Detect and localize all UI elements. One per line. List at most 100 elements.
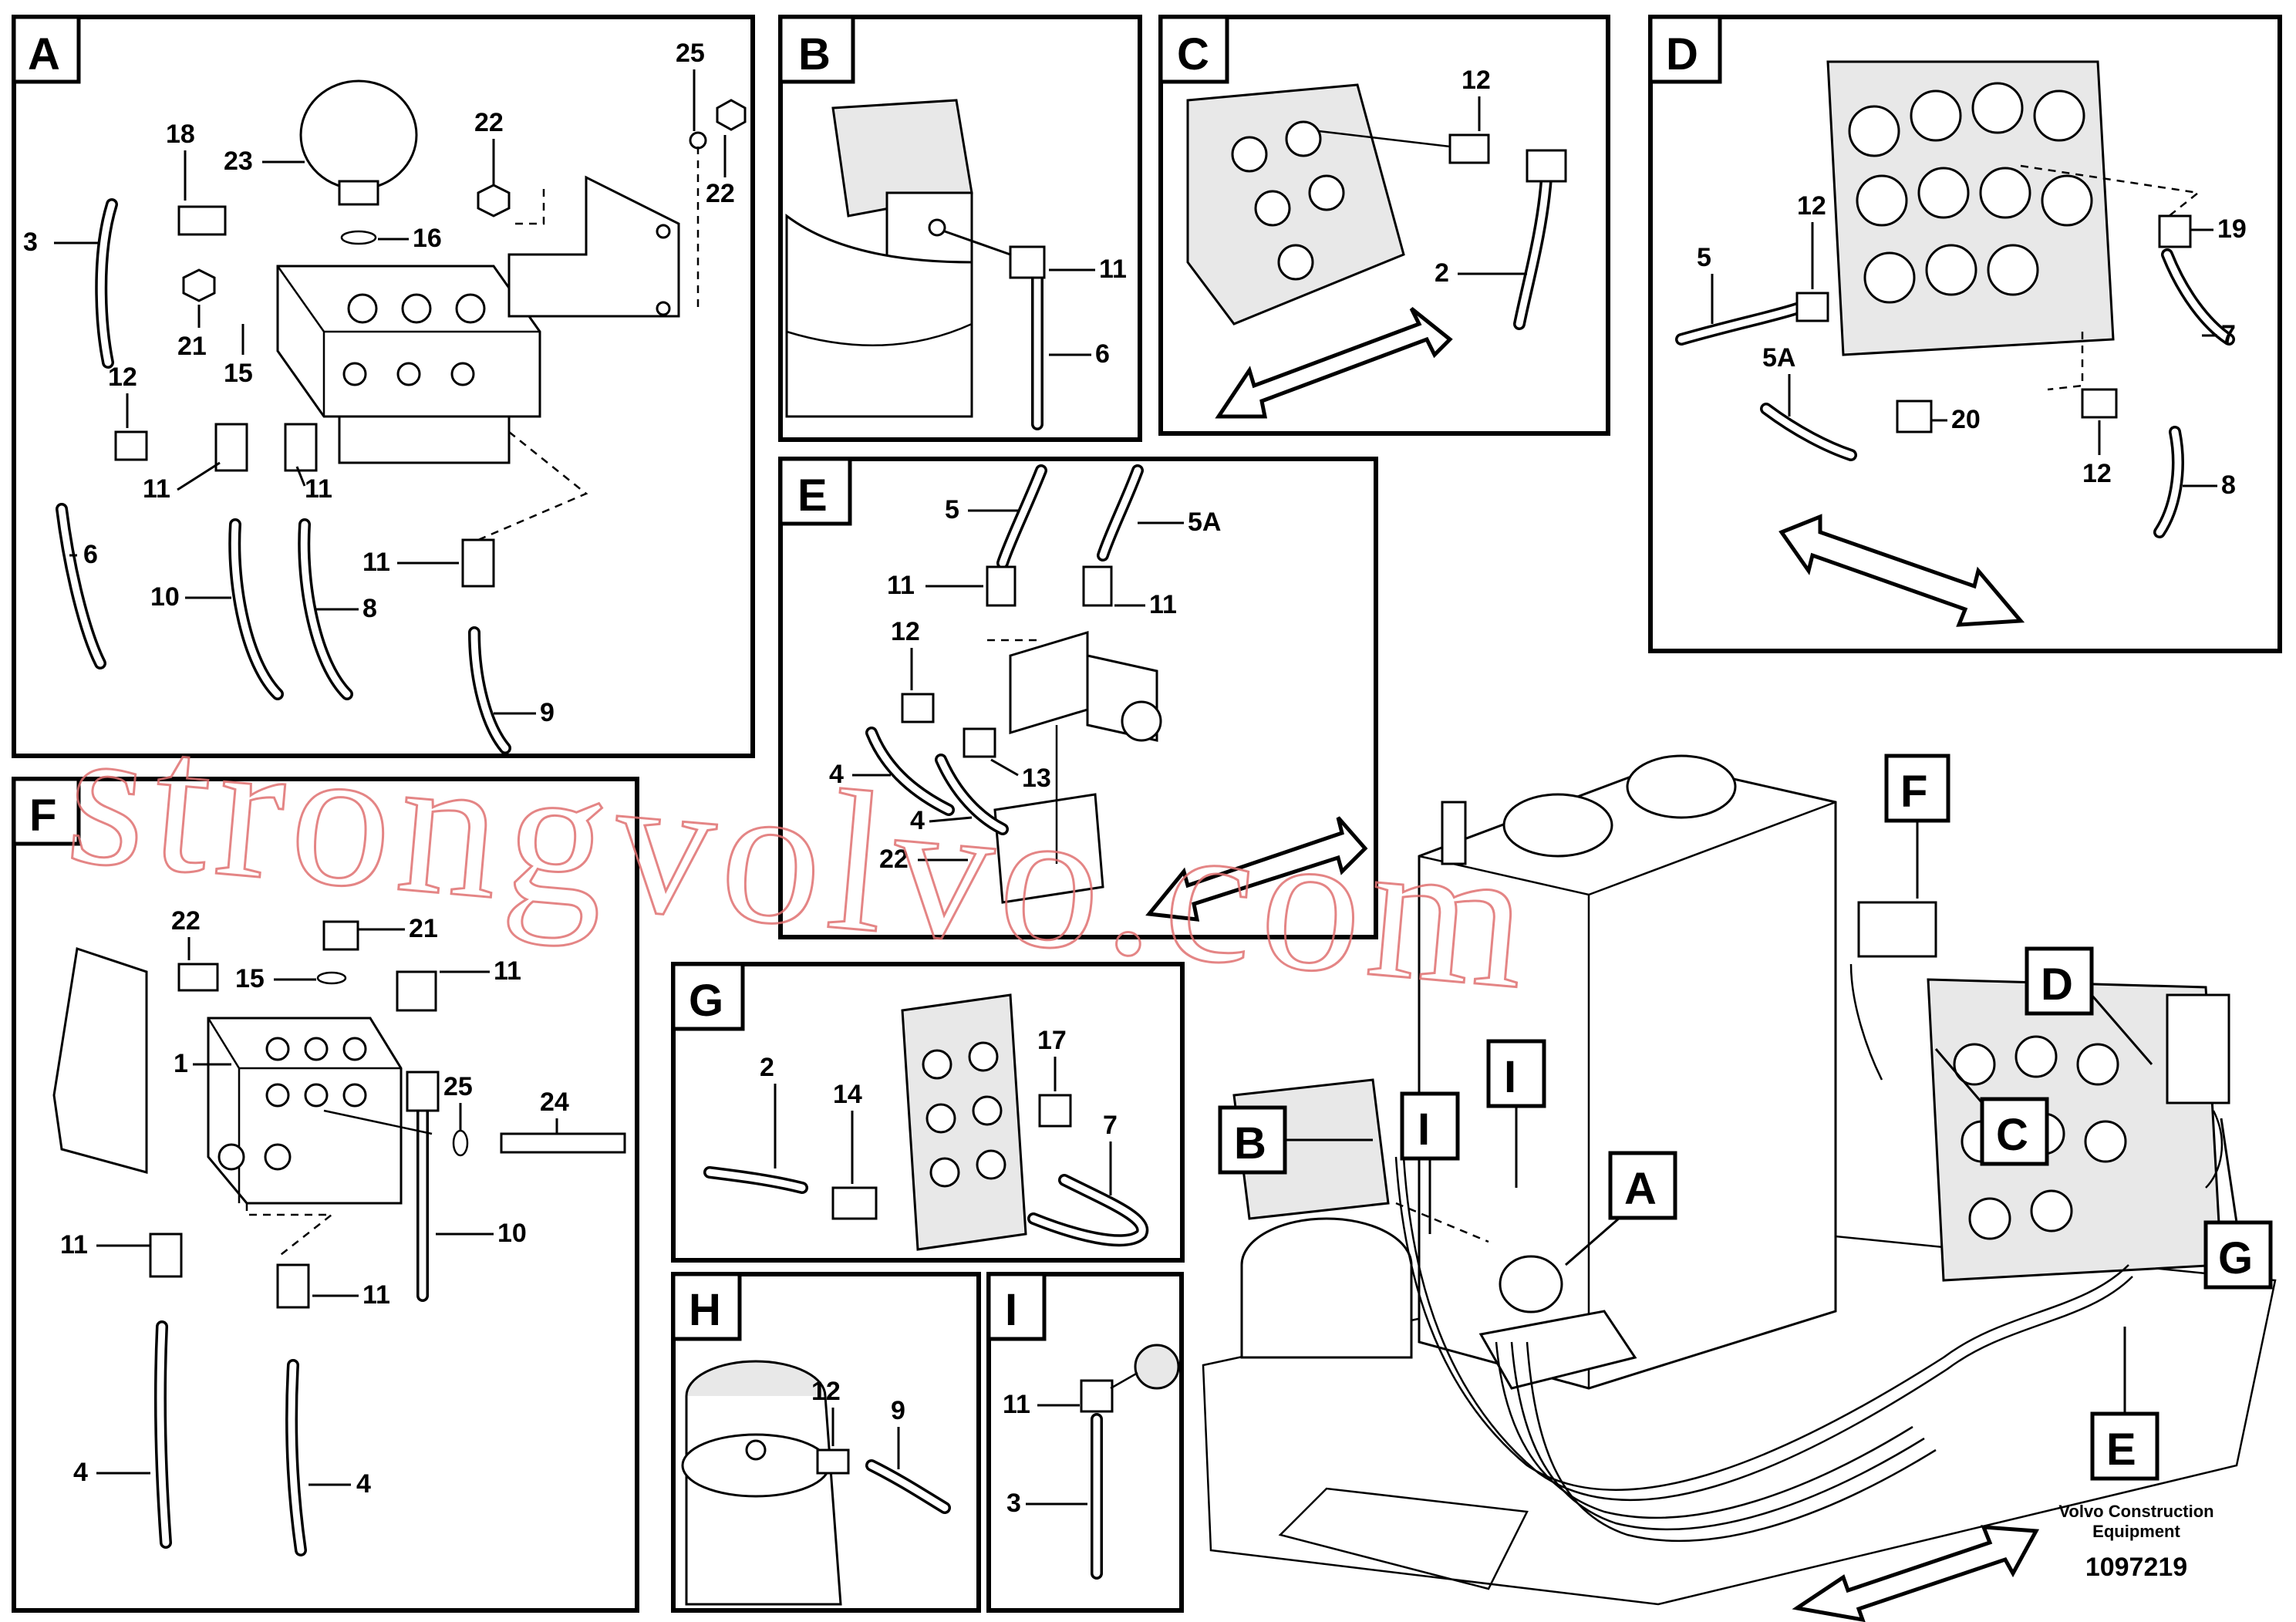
spool [1254,190,1291,227]
adapter-14 [831,1186,878,1220]
spool-cap [1848,105,1900,157]
overview-tag-c: C [1996,1110,2028,1160]
bolt-24 [500,1132,626,1154]
bracket [993,793,1104,904]
callout-8: 8 [362,594,377,623]
callout-23: 23 [224,147,253,176]
callout-2: 2 [760,1053,774,1082]
elbow-11b [284,423,318,472]
elbow-11b [1082,565,1113,607]
overview-tag-c-box [1980,1097,2049,1166]
hose-fitting [1526,149,1567,183]
overview-tag-d-box [2025,946,2094,1016]
tank-cap [1626,754,1737,819]
callout-18: 18 [166,120,195,149]
panel-h-tag: H [689,1285,721,1335]
panel-b-tag-box [778,15,855,84]
adapter-12 [901,693,935,723]
valve-block-edges [276,265,540,416]
valve-block [1478,1310,1637,1390]
callout-25: 25 [676,39,705,68]
callout-19: 19 [2217,214,2247,244]
callout-3: 3 [1006,1489,1021,1518]
elbow-11 [1009,245,1046,279]
panel-g: G 2 14 17 7 [671,962,1185,1263]
port [264,1143,292,1171]
overview-tag-g-box [2203,1220,2273,1290]
fitting-12 [1795,292,1829,322]
panel-e-tag: E [797,470,828,521]
fitting-20 [1896,400,1933,433]
callout-15: 15 [235,964,265,993]
elbow-11 [396,970,437,1012]
panel-h: H 12 9 [671,1272,981,1613]
elbow-11 [986,565,1017,607]
hose-bundle [1394,1156,2129,1492]
port [929,1157,960,1188]
spool-cap [1856,174,1908,227]
callout-5a: 5A [1762,343,1795,373]
overview-tag-a-box [1608,1151,1677,1220]
overview-tag-g: G [2218,1233,2253,1283]
callout-11: 11 [887,571,915,600]
accumulator [299,79,418,191]
panel-e-tag-box [778,457,852,526]
callout-6: 6 [83,540,98,569]
panel-f: F 22 21 15 11 1 [12,777,639,1613]
overview-tag-b: B [1234,1118,1266,1168]
callout-12: 12 [811,1377,841,1406]
overview-tag-i2: I [1504,1052,1516,1102]
mounting-plate [52,947,148,1174]
solenoid-stack [338,415,511,464]
spool-cap [1863,251,1916,304]
callout-10: 10 [497,1219,527,1248]
panel-a-tag: A [28,29,60,79]
elbow-11c [461,538,495,588]
adapter-18 [177,205,227,236]
panel-d: D 12 19 5 7 5A 20 [1648,15,2282,653]
fitting-19 [2158,214,2192,248]
adapter-12 [1448,133,1490,164]
elbow-11 [1080,1379,1114,1413]
callout-12b: 12 [2082,459,2112,488]
distribution-block [207,1017,403,1205]
panel-g-tag: G [689,976,723,1026]
bolt-22b [716,99,747,131]
block-g [2166,993,2230,1104]
callout-5: 5 [1697,243,1711,272]
callout-3: 3 [23,228,38,257]
port [450,362,475,386]
panel-g-tag-box [671,962,745,1031]
callout-12: 12 [891,617,920,646]
panel-c-tag-box [1158,15,1229,84]
callout-20: 20 [1951,405,1981,434]
callout-24: 24 [540,1088,569,1117]
port [922,1049,952,1080]
bolt-hole [656,224,671,239]
spool-cap [2033,89,2085,142]
elbow-11b [149,1233,183,1278]
overview-tag-f: F [1900,767,1927,817]
callout-11b: 11 [60,1230,88,1259]
mounting-bracket [507,175,680,318]
panel-c: C 12 2 [1158,15,1610,436]
port [455,293,486,324]
panel-h-tag-box [671,1272,742,1341]
callout-11: 11 [494,956,521,986]
panel-i: I 11 3 [986,1272,1184,1613]
panel-f-tag: F [29,791,56,841]
tank-cap [1502,793,1613,858]
part-number: 1097219 [2085,1553,2187,1582]
panel-i-tag: I [1005,1285,1017,1335]
callout-8: 8 [2221,470,2236,500]
overview-tag-e: E [2106,1425,2136,1475]
callout-12: 12 [1462,66,1491,95]
valve-block [276,265,541,418]
accumulator [1499,1255,1563,1313]
callout-4: 4 [73,1458,88,1487]
washer-15 [316,971,347,985]
callout-9: 9 [540,698,555,727]
swivel-body [685,1395,842,1606]
